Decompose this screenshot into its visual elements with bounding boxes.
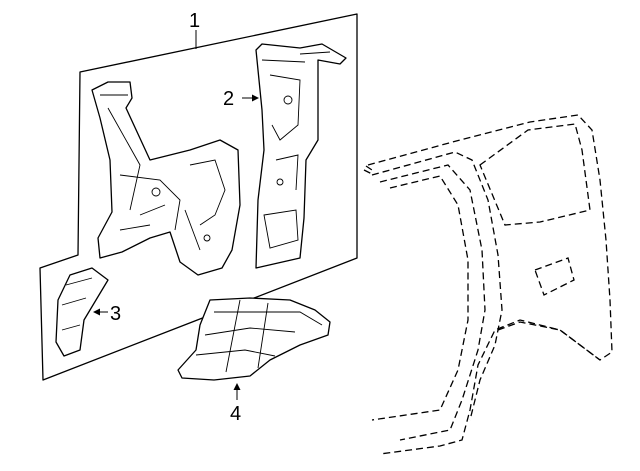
callout-3: 3	[110, 303, 121, 325]
quarter-pillar	[255, 43, 347, 269]
inner-quarter-panel	[91, 81, 241, 276]
wheelhouse-extension	[55, 267, 109, 357]
callout-1: 1	[189, 10, 200, 32]
callout-4: 4	[230, 403, 241, 425]
vehicle-body-outline	[363, 114, 613, 455]
wheelhouse-panel	[177, 297, 331, 381]
callout-2: 2	[223, 88, 234, 110]
